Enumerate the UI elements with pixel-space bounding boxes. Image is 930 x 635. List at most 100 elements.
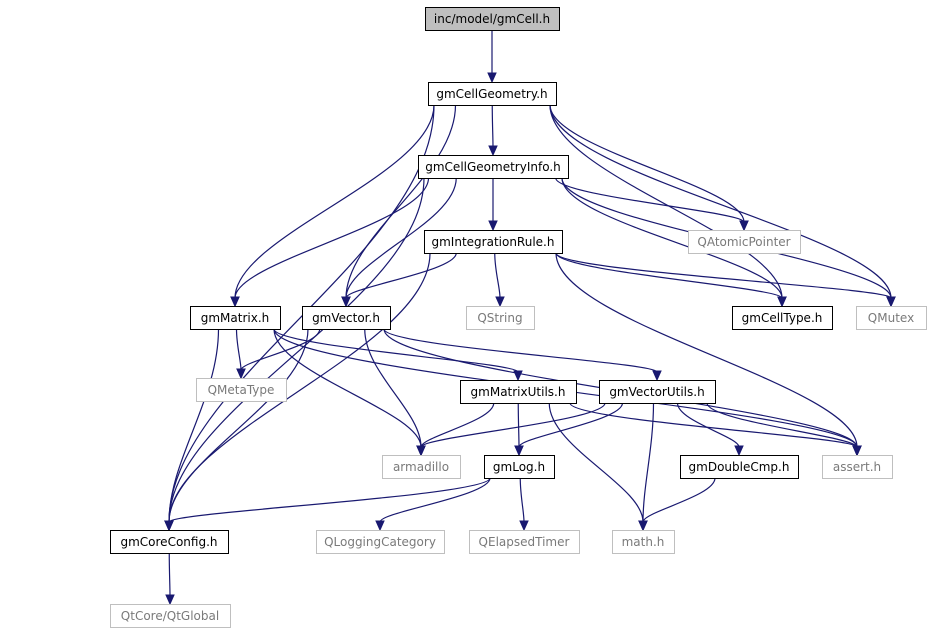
node-label: assert.h [833, 460, 881, 474]
node-box [428, 82, 557, 106]
node-label: inc/model/gmCell.h [434, 12, 550, 26]
edge-gm-vector-utils-to-math [642, 402, 655, 523]
node-gm-core-config[interactable]: gmCoreConfig.h [110, 530, 229, 554]
edge-arrowhead [375, 520, 385, 532]
edge-gm-core-config-to-qt-global [168, 552, 171, 597]
node-gm-cell-geometry-info[interactable]: gmCellGeometryInfo.h [418, 155, 569, 179]
node-qt-global: QtCore/QtGlobal [110, 604, 231, 628]
node-gm-vector[interactable]: gmVector.h [302, 306, 391, 330]
edge-gm-vector-to-gm-vector-utils [383, 328, 658, 373]
node-qstring: QString [466, 306, 535, 330]
node-gm-vector-utils[interactable]: gmVectorUtils.h [599, 380, 716, 404]
node-qelapsed-timer: QElapsedTimer [469, 530, 580, 554]
node-qatomic-pointer: QAtomicPointer [688, 230, 801, 254]
node-label: QMetaType [208, 383, 275, 397]
edge-gm-cell-geometry-to-gm-cell-geometry-info [491, 104, 494, 148]
edge-gm-vector-to-qmeta-type [240, 328, 321, 371]
node-gm-matrix[interactable]: gmMatrix.h [190, 306, 281, 330]
edge-arrowhead [341, 296, 351, 308]
node-box [110, 604, 231, 628]
node-label: gmCellType.h [742, 311, 823, 325]
edge-gm-cell-geometry-to-qatomic-pointer [549, 104, 745, 223]
edge-gm-matrix-to-qmeta-type [235, 328, 242, 371]
edge-gm-cell-geometry-to-qmutex [549, 104, 892, 299]
edge-gm-cell-geometry-info-to-qatomic-pointer [555, 177, 745, 223]
edge-gm-integration-rule-to-gm-vector [345, 252, 457, 299]
node-box [190, 306, 281, 330]
node-label: QMutex [868, 311, 914, 325]
node-box [732, 306, 833, 330]
node-gm-integration-rule[interactable]: gmIntegrationRule.h [424, 230, 563, 254]
edge-gm-double-cmp-to-math [642, 477, 716, 523]
node-box [382, 455, 461, 479]
edge-arrowhead [488, 220, 498, 232]
edge-gm-vector-to-armadillo [364, 328, 422, 448]
edge-gm-cell-geometry-to-gm-cell-type [549, 104, 783, 299]
node-label: gmMatrix.h [201, 311, 270, 325]
node-box [612, 530, 675, 554]
node-box [460, 380, 577, 404]
node-label: gmCellGeometry.h [436, 87, 547, 101]
edge-gm-cell-geometry-to-gm-vector [345, 104, 457, 299]
node-gm-log[interactable]: gmLog.h [484, 455, 555, 479]
edge-arrowhead [514, 445, 524, 457]
node-gm-cell-type[interactable]: gmCellType.h [732, 306, 833, 330]
edge-arrowhead [165, 594, 175, 606]
node-box [302, 306, 391, 330]
node-armadillo: armadillo [382, 455, 461, 479]
edge-gm-integration-rule-to-qmutex [555, 252, 892, 299]
node-label: QString [477, 311, 522, 325]
nodes-layer: inc/model/gmCell.h gmCellGeometry.h gmCell… [110, 7, 927, 628]
node-label: QtCore/QtGlobal [121, 609, 219, 623]
edge-arrowhead [519, 520, 529, 532]
edges-layer [164, 29, 896, 606]
node-box [822, 455, 893, 479]
node-label: QLoggingCategory [324, 535, 436, 549]
edge-gm-matrix-utils-to-armadillo [420, 402, 495, 448]
edge-gm-vector-to-gm-core-config [168, 328, 309, 523]
edge-gm-cell-geometry-info-to-gm-vector [345, 177, 457, 299]
edge-gm-cell-geometry-info-to-gm-core-config [168, 177, 425, 523]
edge-gm-vector-utils-to-gm-double-cmp [676, 402, 740, 448]
node-qlogging-category: QLoggingCategory [316, 530, 445, 554]
edge-arrowhead [652, 370, 662, 382]
edge-arrowhead [777, 296, 787, 308]
node-gm-cell-geometry[interactable]: gmCellGeometry.h [428, 82, 557, 106]
node-gm-matrix-utils[interactable]: gmMatrixUtils.h [460, 380, 577, 404]
node-box [856, 306, 927, 330]
edge-arrowhead [852, 445, 862, 457]
node-label: gmVector.h [312, 311, 380, 325]
node-box [680, 455, 799, 479]
edge-arrowhead [739, 220, 749, 232]
node-box [196, 378, 287, 402]
edge-gm-matrix-to-gm-matrix-utils [273, 328, 519, 373]
node-box [469, 530, 580, 554]
edge-gm-matrix-to-armadillo [273, 328, 422, 448]
node-label: gmMatrixUtils.h [471, 385, 566, 399]
edge-gm-vector-utils-to-gm-log [518, 402, 624, 448]
edge-gm-matrix-to-gm-core-config [168, 328, 220, 523]
node-label: QAtomicPointer [697, 235, 790, 249]
edge-gm-log-to-gm-core-config [168, 477, 491, 523]
edge-gm-cell-geometry-to-gm-matrix [234, 104, 435, 299]
node-gm-double-cmp[interactable]: gmDoubleCmp.h [680, 455, 799, 479]
edge-arrowhead [638, 520, 648, 532]
node-label: math.h [622, 535, 665, 549]
edge-gm-log-to-qlogging-category [379, 477, 491, 523]
edge-gm-integration-rule-to-gm-cell-type [555, 252, 783, 299]
node-label: gmIntegrationRule.h [432, 235, 555, 249]
node-box [466, 306, 535, 330]
node-box [425, 7, 560, 31]
edge-arrowhead [416, 445, 426, 457]
node-box [316, 530, 445, 554]
edge-arrowhead [734, 445, 744, 457]
node-gm-cell[interactable]: inc/model/gmCell.h [425, 7, 560, 31]
node-label: gmDoubleCmp.h [689, 460, 790, 474]
edge-gm-vector-utils-to-armadillo [420, 402, 606, 448]
edge-gm-log-to-qelapsed-timer [519, 477, 525, 523]
edge-arrowhead [495, 296, 505, 308]
edge-gm-matrix-utils-to-gm-log [517, 402, 520, 448]
edge-gm-cell-geometry-info-to-gm-cell-type [561, 177, 783, 299]
node-qmutex: QMutex [856, 306, 927, 330]
